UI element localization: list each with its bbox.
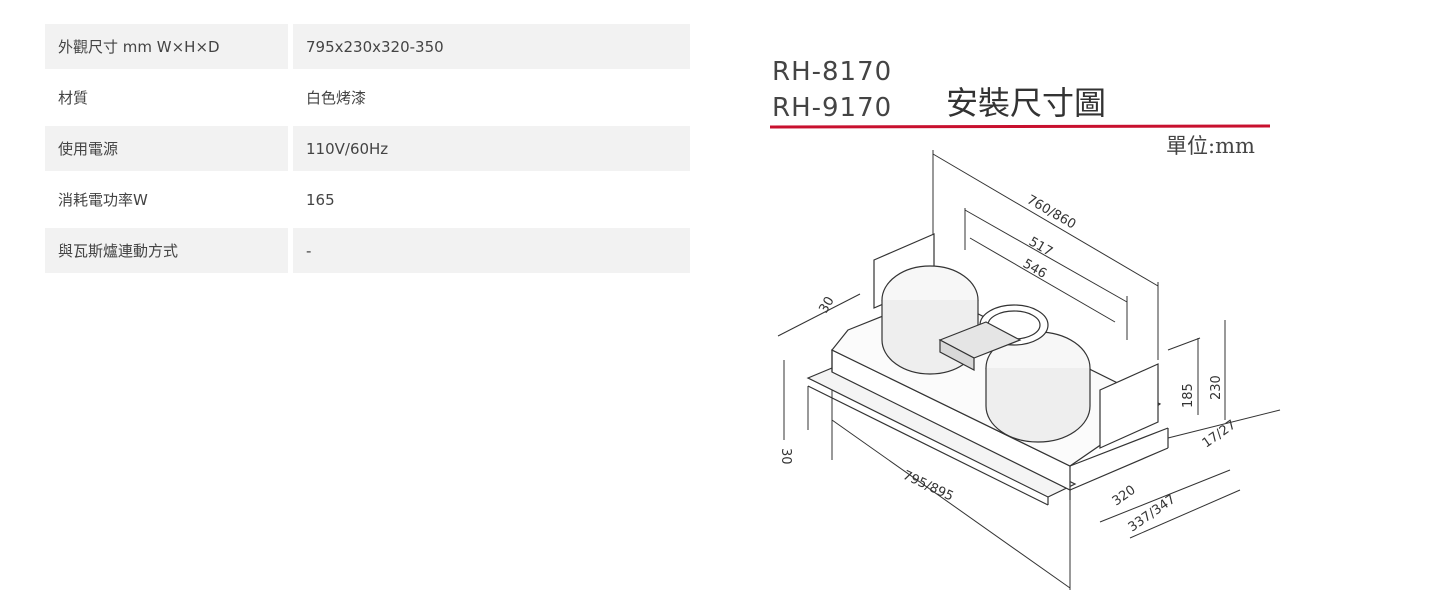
dim-front-width: 795/895	[900, 468, 955, 504]
dimension-lines	[777, 150, 1281, 590]
spec-row-dimensions: 外觀尺寸 mm W×H×D 795x230x320-350	[45, 24, 690, 69]
installation-diagram-svg: RH-8170 RH-9170 安裝尺寸圖 單位:mm	[770, 57, 1281, 590]
diagram-title: 安裝尺寸圖	[946, 84, 1106, 122]
spec-value: 795x230x320-350	[293, 24, 690, 69]
dim-right-height-outer: 230	[1209, 375, 1224, 400]
title-underline	[770, 124, 1271, 129]
model-name-2: RH-9170	[772, 93, 892, 123]
spec-row-gas-linkage: 與瓦斯爐連動方式 -	[45, 228, 690, 273]
dim-width-top-mid: 517	[1026, 234, 1055, 259]
spec-label: 外觀尺寸 mm W×H×D	[45, 24, 288, 69]
spec-value: 白色烤漆	[306, 89, 367, 107]
installation-diagram: RH-8170 RH-9170 安裝尺寸圖 單位:mm	[770, 50, 1290, 610]
model-name-1: RH-8170	[772, 57, 892, 87]
spec-label: 消耗電功率W	[58, 191, 148, 209]
spec-label: 使用電源	[45, 126, 288, 171]
hood-drawing	[806, 233, 1169, 506]
spec-value: 110V/60Hz	[293, 126, 690, 171]
spec-row-material: 材質 白色烤漆	[45, 75, 690, 120]
spec-row-power-consumption: 消耗電功率W 165	[45, 177, 690, 222]
dim-depth-inner: 320	[1110, 483, 1139, 510]
spec-table: 外觀尺寸 mm W×H×D 795x230x320-350 材質 白色烤漆 使用…	[45, 24, 690, 279]
spec-label: 材質	[58, 89, 89, 107]
dim-right-offset: 17/27	[1200, 417, 1239, 451]
dim-left-depth: 30	[816, 294, 837, 316]
dim-right-height-inner: 185	[1181, 383, 1196, 408]
spec-row-power-supply: 使用電源 110V/60Hz	[45, 126, 690, 171]
dim-width-top-inner: 546	[1020, 256, 1049, 281]
spec-value: 165	[306, 190, 335, 209]
spec-value: -	[293, 228, 690, 273]
dim-left-height: 30	[778, 448, 793, 465]
unit-label: 單位:mm	[1166, 134, 1255, 158]
spec-label: 與瓦斯爐連動方式	[45, 228, 288, 273]
